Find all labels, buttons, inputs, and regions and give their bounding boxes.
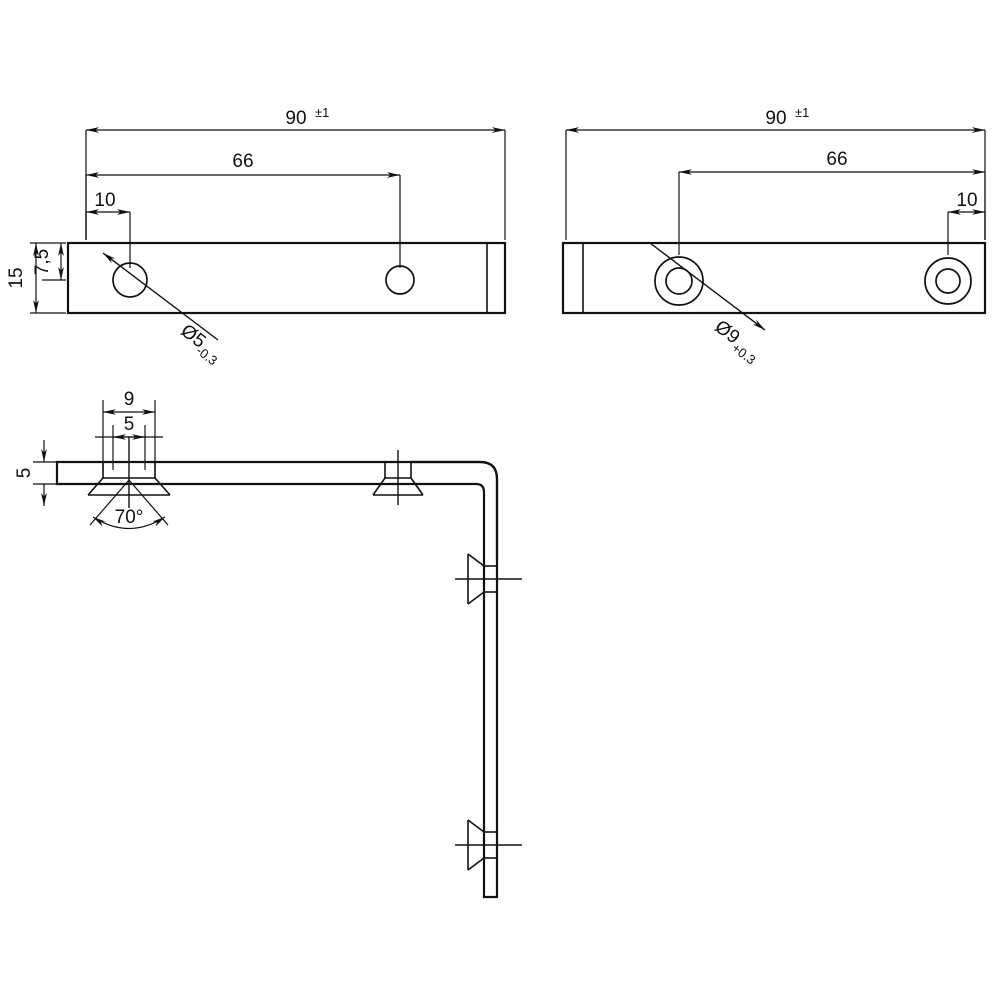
dim-label-thickness-5: 5 (14, 468, 35, 479)
counterbore-inner-right (935, 268, 961, 294)
leader-line-dia9 (649, 242, 766, 331)
countersink4-chamfer-bottom (467, 857, 485, 871)
counterbore-inner-left (665, 267, 693, 295)
view-front-left: 90 ±1 66 10 15 7,5 Ø5 -0.3 (6, 105, 507, 368)
countersink3-chamfer-top (467, 553, 485, 567)
leader-line-dia5 (102, 252, 219, 341)
dim-label-15: 15 (6, 267, 27, 288)
dim-label-9: 9 (124, 389, 135, 410)
plate-outline-right (561, 241, 987, 315)
dim-label-66r: 66 (826, 149, 847, 170)
angle-arc-70 (92, 516, 166, 529)
dim-label-66: 66 (232, 151, 253, 172)
dim-label-10: 10 (94, 190, 115, 211)
hole-right-dia5 (385, 265, 415, 295)
countersink4-chamfer-top (467, 819, 485, 833)
plate-outline-left (66, 241, 507, 315)
dim-label-10r: 10 (956, 190, 977, 211)
view-side-profile: 9 5 5 70° (14, 389, 522, 899)
dim-tolerance-90r: ±1 (795, 105, 809, 120)
countersink1-chamfer-left (87, 477, 104, 496)
countersink-detail-3 (455, 553, 522, 605)
bracket-outer-corner (410, 460, 499, 560)
hole-left-dia5 (112, 262, 148, 298)
dim-label-5d: 5 (124, 414, 135, 435)
countersink-detail-1 (87, 437, 171, 508)
countersink2-chamfer-left (372, 477, 386, 496)
dim-label-7-5: 7,5 (32, 249, 53, 275)
dim-tolerance-90: ±1 (315, 105, 329, 120)
countersink-detail-4 (455, 819, 522, 871)
countersink-detail-2 (372, 450, 424, 505)
dim-label-90r: 90 (765, 108, 786, 129)
view-front-right: 90 ±1 66 10 Ø9 +0.3 (561, 105, 987, 367)
dim-label-angle-70: 70° (115, 507, 144, 528)
counterbore-outer-left (654, 256, 704, 306)
countersink2-chamfer-right (410, 477, 424, 496)
dim-label-90: 90 (285, 108, 306, 129)
callout-dia5: Ø5 -0.3 (177, 320, 221, 368)
countersink1-chamfer-right (154, 477, 171, 496)
countersink3-chamfer-bottom (467, 591, 485, 605)
counterbore-outer-right (924, 257, 972, 305)
